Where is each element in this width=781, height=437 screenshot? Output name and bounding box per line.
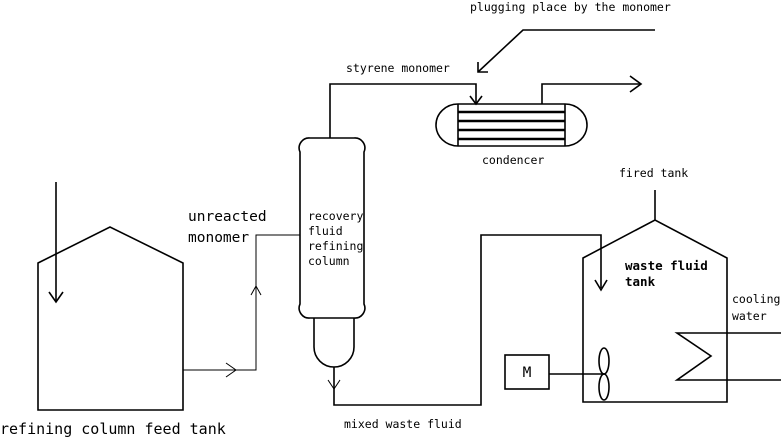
feed-tank <box>37 182 184 411</box>
impeller-blade-bottom <box>598 373 610 401</box>
styrene-monomer-label: styrene monomer <box>346 61 450 75</box>
agitator <box>504 347 610 401</box>
tank-label: tank <box>625 274 656 289</box>
condenser-label: condencer <box>482 153 544 167</box>
waste-fluid-label: waste fluid <box>625 258 708 273</box>
water-label: water <box>732 309 767 323</box>
cooling-coil <box>674 332 781 381</box>
plugging-callout <box>477 29 655 73</box>
bottoms-line <box>327 234 608 406</box>
fired-tank-label: fired tank <box>619 166 688 180</box>
motor-label: M <box>523 365 532 381</box>
column-label-2: fluid <box>308 224 343 238</box>
condenser <box>435 75 643 147</box>
refining-column <box>298 137 366 368</box>
column-label-3: refining <box>308 239 363 253</box>
unreacted-label: unreacted <box>188 209 267 225</box>
waste-fluid-tank <box>582 190 728 403</box>
monomer-label: monomer <box>188 230 249 246</box>
cooling-label: cooling <box>732 292 780 306</box>
mixed-waste-label: mixed waste fluid <box>344 417 462 431</box>
motor-box <box>504 354 550 390</box>
feed-tank-label: refining column feed tank <box>0 420 226 437</box>
impeller-blade-top <box>598 347 610 375</box>
plugging-place-label: plugging place by the monomer <box>470 0 671 14</box>
column-label-1: recovery <box>308 209 363 223</box>
column-label-4: column <box>308 254 350 268</box>
feed-line <box>183 234 300 378</box>
